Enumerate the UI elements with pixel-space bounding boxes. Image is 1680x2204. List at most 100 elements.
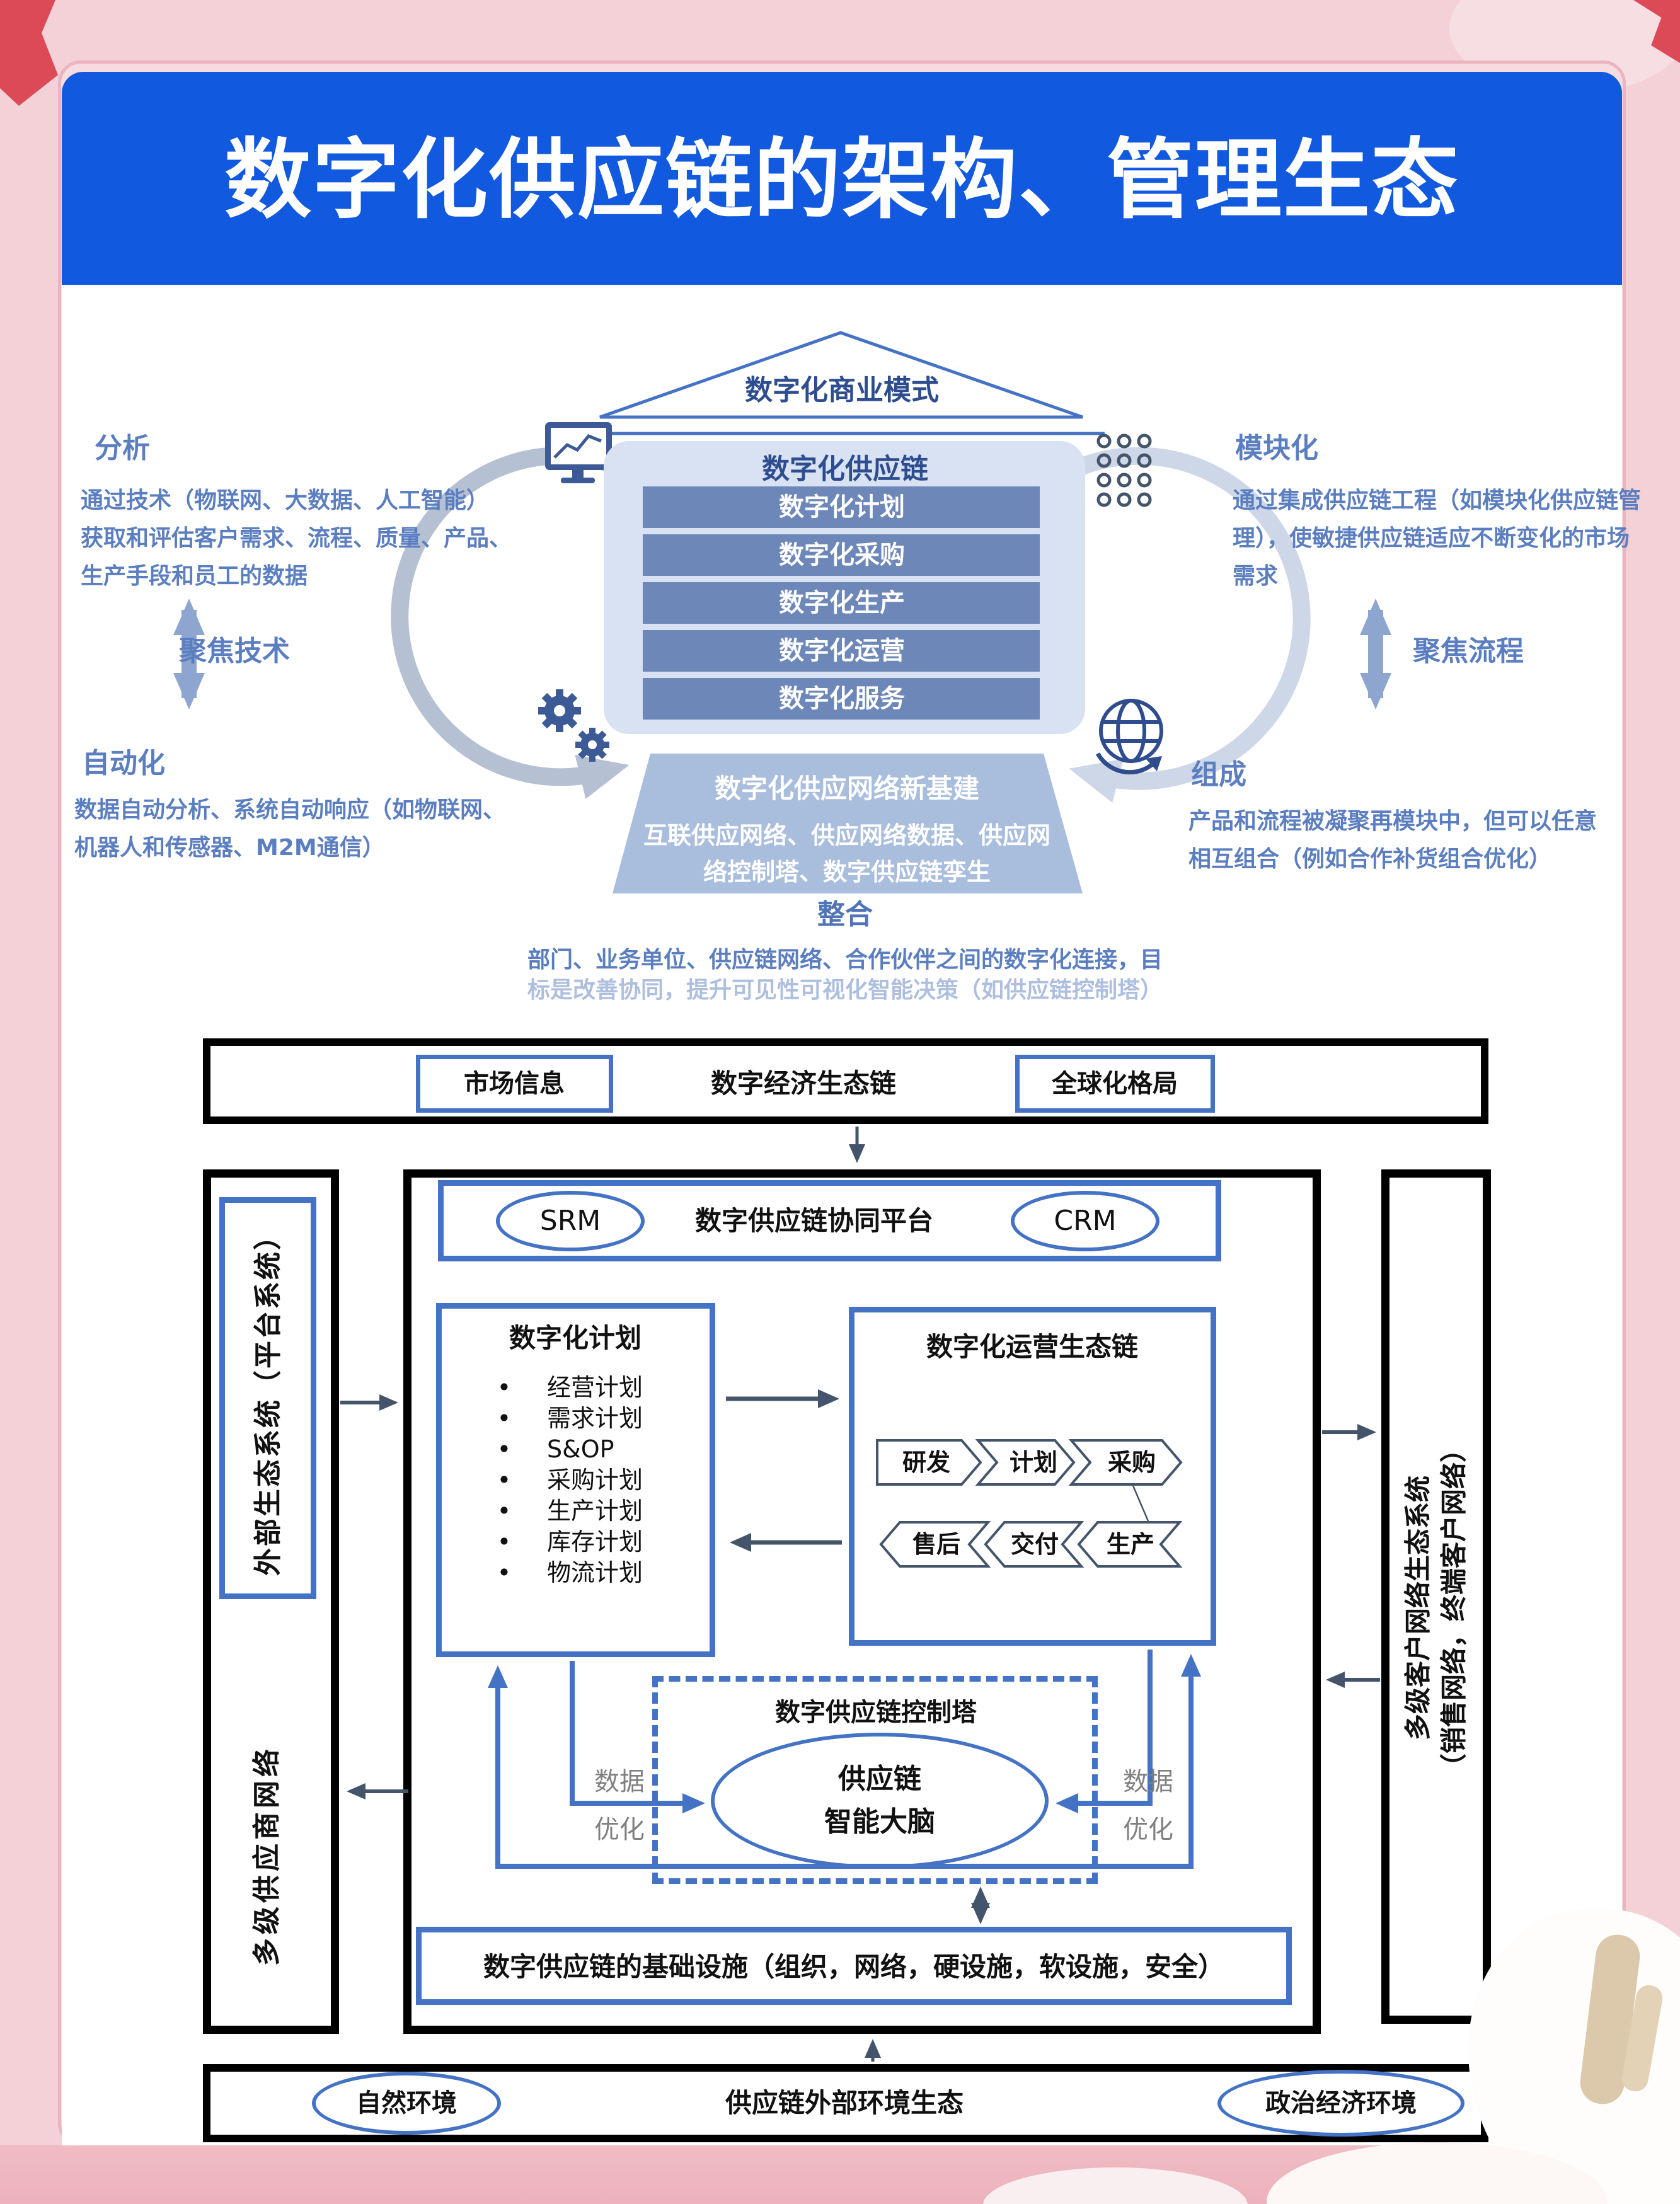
crm-ellipse xyxy=(1011,1191,1159,1251)
blue-feedback-loop xyxy=(488,1654,1201,1869)
composition-title: 组成 xyxy=(1191,759,1246,791)
foundation-trapezoid xyxy=(613,754,1083,893)
economy-ecosystem-title: 数字经济生态链 xyxy=(710,1068,897,1099)
foundation-line: 络控制塔、数字供应链孪生 xyxy=(703,858,991,886)
layer-bar-service xyxy=(643,678,1040,720)
analysis-line: 获取和评估客户需求、流程、质量、产品、 xyxy=(81,525,512,551)
global-pattern-label: 全球化格局 xyxy=(1052,1069,1178,1098)
srm-label: SRM xyxy=(539,1205,601,1237)
plan-item: 经营计划 xyxy=(547,1374,643,1401)
global-pattern-box xyxy=(1015,1055,1215,1113)
roof-label: 数字化商业模式 xyxy=(745,374,939,406)
plan-item: 生产计划 xyxy=(547,1497,643,1525)
modular-line: 理），使敏捷供应链适应不断变化的市场 xyxy=(1233,525,1630,551)
plan-item: 物流计划 xyxy=(547,1559,643,1587)
analysis-line: 生产手段和员工的数据 xyxy=(81,563,308,589)
layer-label: 数字化计划 xyxy=(779,493,905,522)
data-opt-right-label: 数据 xyxy=(1123,1767,1173,1796)
operations-title: 数字化运营生态链 xyxy=(926,1331,1139,1362)
composition-line: 相互组合（例如合作补货组合优化） xyxy=(1188,846,1552,872)
platform-title: 数字供应链协同平台 xyxy=(694,1205,934,1236)
automation-title: 自动化 xyxy=(82,747,165,779)
srm-ellipse xyxy=(496,1191,645,1251)
digital-plan-box xyxy=(436,1303,715,1657)
layer-label: 数字化生产 xyxy=(779,588,905,617)
chevron-label-procure: 采购 xyxy=(1107,1449,1156,1476)
data-opt-left-label: 优化 xyxy=(594,1815,645,1844)
layer-label: 数字化采购 xyxy=(779,541,905,570)
chevron-plan xyxy=(975,1439,1076,1486)
chevron-link-line xyxy=(1132,1485,1149,1522)
infrastructure-label: 数字供应链的基础设施（组织，网络，硬设施，软设施，安全） xyxy=(483,1951,1225,1982)
external-ecosystem-box xyxy=(219,1197,316,1599)
chevron-label-plan: 计划 xyxy=(1009,1449,1058,1476)
dots-grid-icon xyxy=(1096,433,1152,507)
layer-bar-operation xyxy=(643,630,1040,672)
market-info-box xyxy=(416,1055,613,1113)
foundation-title: 数字化供应网络新基建 xyxy=(714,773,980,804)
monitor-chart-icon xyxy=(545,422,612,483)
chevron-label-aftersales: 售后 xyxy=(912,1530,961,1558)
title-band xyxy=(62,72,1622,285)
modular-line: 通过集成供应链工程（如模块化供应链管 xyxy=(1233,488,1642,514)
foundation-line: 互联供应网络、供应网络数据、供应网 xyxy=(643,822,1051,849)
supply-chain-brain-ellipse xyxy=(711,1733,1049,1869)
automation-line: 数据自动分析、系统自动响应（如物联网、 xyxy=(74,797,506,823)
right-column-box xyxy=(1381,1169,1491,2024)
automation-line: 机器人和传感器、M2M通信） xyxy=(74,835,385,861)
analysis-line: 通过技术（物联网、大数据、人工智能） xyxy=(81,488,490,514)
focus-process-label: 聚焦流程 xyxy=(1413,635,1524,667)
plan-item: 库存计划 xyxy=(547,1528,643,1556)
bullet-dot: • xyxy=(497,1497,512,1525)
gears-icon xyxy=(538,689,609,762)
page-title: 数字化供应链的架构、管理生态 xyxy=(224,129,1460,231)
bullet-dot: • xyxy=(497,1374,512,1401)
layer-bar-plan xyxy=(643,486,1040,528)
bullet-dot: • xyxy=(497,1435,512,1463)
composition-line: 产品和流程被凝聚再模块中，但可以任意 xyxy=(1188,808,1597,834)
political-economic-label: 政治经济环境 xyxy=(1265,2089,1417,2118)
infrastructure-bar xyxy=(416,1927,1292,2005)
bullet-dot: • xyxy=(497,1528,512,1556)
left-cycle-arrow xyxy=(391,447,630,800)
chevron-rd xyxy=(876,1439,982,1486)
house-roof xyxy=(599,331,1083,419)
bullet-dot: • xyxy=(497,1466,512,1494)
integration-line-faded: 标是改善协同，提升可见性可视化智能决策（如供应链控制塔） xyxy=(527,977,1163,1003)
layer-label: 数字化服务 xyxy=(779,684,905,713)
environment-title: 供应链外部环境生态 xyxy=(725,2087,964,2118)
chevron-label-rd: 研发 xyxy=(902,1449,951,1476)
supplier-network-label: 多级供应商网络 xyxy=(251,1745,283,1966)
chevron-delivery xyxy=(984,1521,1085,1568)
bullet-dot: • xyxy=(497,1404,512,1432)
focus-tech-label: 聚焦技术 xyxy=(179,635,290,667)
right-cycle-arrow xyxy=(1069,447,1311,803)
customer-network-label: 多级客户网络生态系统 （销售网络，终端客户网络） xyxy=(1400,1436,1471,1780)
customer-network-line: 多级客户网络生态系统 xyxy=(1402,1475,1434,1741)
chevron-aftersales xyxy=(879,1521,991,1568)
plan-item: S&OP xyxy=(547,1435,614,1463)
data-opt-arrow-left xyxy=(570,1661,705,1813)
plan-item: 采购计划 xyxy=(547,1466,643,1494)
plan-item: 需求计划 xyxy=(547,1404,643,1432)
political-economic-ellipse xyxy=(1217,2070,1464,2137)
layer-bar-production xyxy=(643,582,1040,624)
integration-line: 部门、业务单位、供应链网络、合作伙伴之间的数字化连接，目 xyxy=(527,947,1163,973)
brain-line: 供应链 xyxy=(838,1763,921,1795)
natural-environment-ellipse xyxy=(312,2072,501,2135)
data-opt-left-label: 数据 xyxy=(594,1767,645,1796)
brain-line: 智能大脑 xyxy=(824,1806,935,1838)
globe-icon xyxy=(1095,699,1163,775)
chevron-label-delivery: 交付 xyxy=(1010,1530,1059,1558)
integration-title: 整合 xyxy=(817,898,873,931)
modular-title: 模块化 xyxy=(1235,432,1318,464)
market-info-label: 市场信息 xyxy=(464,1069,565,1098)
data-opt-right-label: 优化 xyxy=(1123,1815,1173,1844)
external-ecosystem-label: 外部生态系统（平台系统） xyxy=(252,1220,284,1576)
data-opt-arrow-right xyxy=(1056,1650,1153,1813)
chevron-label-production: 生产 xyxy=(1106,1530,1155,1558)
core-title: 数字化供应链 xyxy=(762,453,928,485)
crm-label: CRM xyxy=(1054,1205,1117,1237)
